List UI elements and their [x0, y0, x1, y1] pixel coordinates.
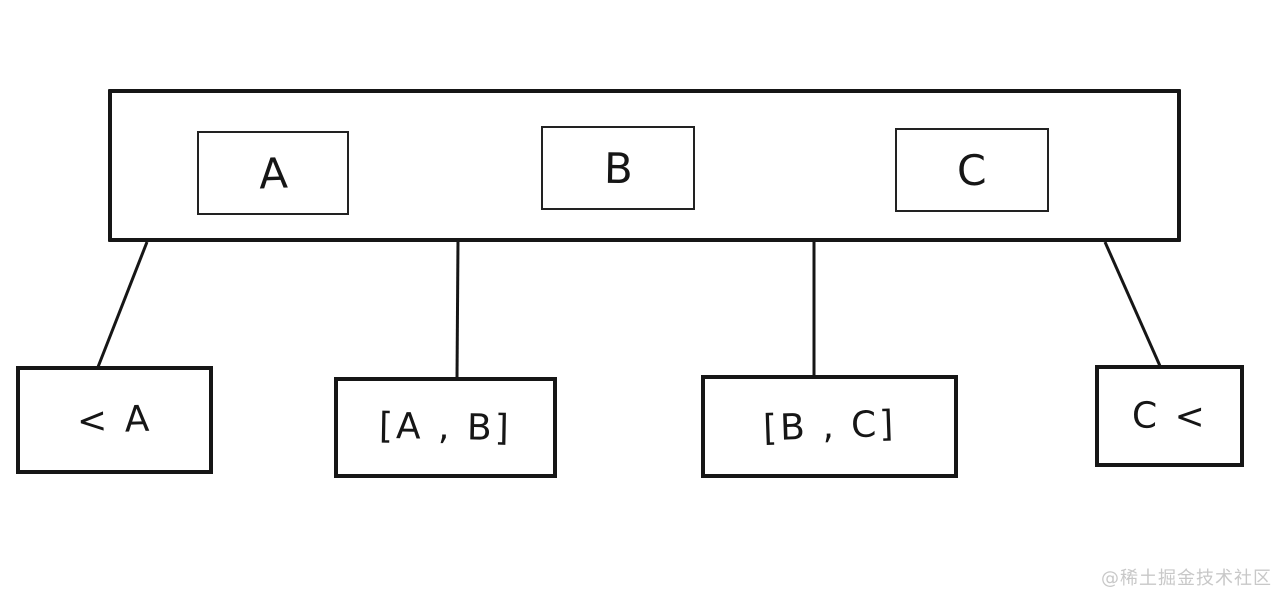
child-label-1: < A — [76, 398, 153, 442]
watermark: @稀土掘金技术社区 — [1101, 568, 1272, 589]
child-label-3: [B , C] — [762, 403, 897, 450]
child-node-box-a-b: [A , B] — [334, 377, 557, 478]
key-box-c: C — [895, 128, 1049, 212]
key-box-b: B — [541, 126, 695, 210]
key-label-c: C — [956, 145, 988, 195]
child-label-2: [A , B] — [378, 405, 513, 450]
child-node-box-greater-than-c: C < — [1095, 365, 1244, 467]
connector-root-to-child-2 — [455, 239, 460, 379]
connector-root-to-child-4 — [1103, 241, 1162, 367]
child-label-4: C < — [1131, 394, 1208, 438]
connector-root-to-child-1 — [96, 241, 149, 368]
child-node-box-less-than-a: < A — [16, 366, 213, 474]
key-box-a: A — [197, 131, 349, 215]
root-node-box: A B C — [108, 89, 1181, 242]
child-node-box-b-c: [B , C] — [701, 375, 958, 478]
key-label-b: B — [603, 143, 633, 193]
key-label-a: A — [257, 148, 289, 198]
